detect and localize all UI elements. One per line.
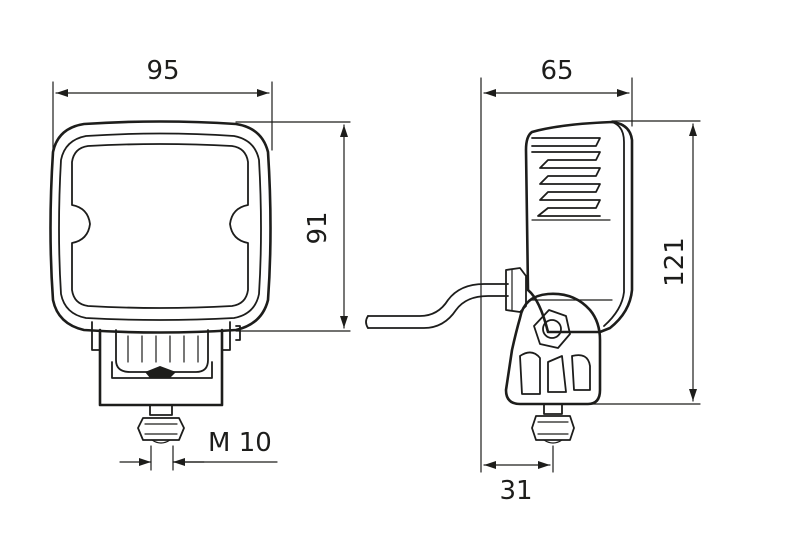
front-housing-inner <box>58 132 262 321</box>
side-dimension-lines <box>483 89 697 469</box>
side-housing <box>524 120 634 334</box>
thread-size-label: M 10 <box>208 428 272 458</box>
front-height-label: 91 <box>303 211 333 244</box>
side-view <box>365 120 634 444</box>
front-nut <box>137 417 185 441</box>
front-dimension-lines <box>55 89 348 466</box>
side-bolt <box>533 309 571 349</box>
front-extension-lines <box>52 81 351 471</box>
front-heatsink <box>115 329 209 373</box>
side-height-label: 121 <box>660 237 690 287</box>
front-housing-outer <box>49 120 272 334</box>
side-extension-lines <box>480 77 701 473</box>
side-nut <box>531 415 575 441</box>
side-depth-label: 65 <box>540 56 573 86</box>
side-fins <box>531 137 601 147</box>
side-cable <box>367 283 509 317</box>
side-bracket <box>504 292 602 406</box>
front-width-label: 95 <box>146 56 179 86</box>
front-lens <box>71 143 249 309</box>
front-bracket <box>98 328 224 407</box>
mount-offset-label: 31 <box>499 476 532 506</box>
side-cable-gland <box>505 267 527 313</box>
front-view <box>49 120 272 444</box>
